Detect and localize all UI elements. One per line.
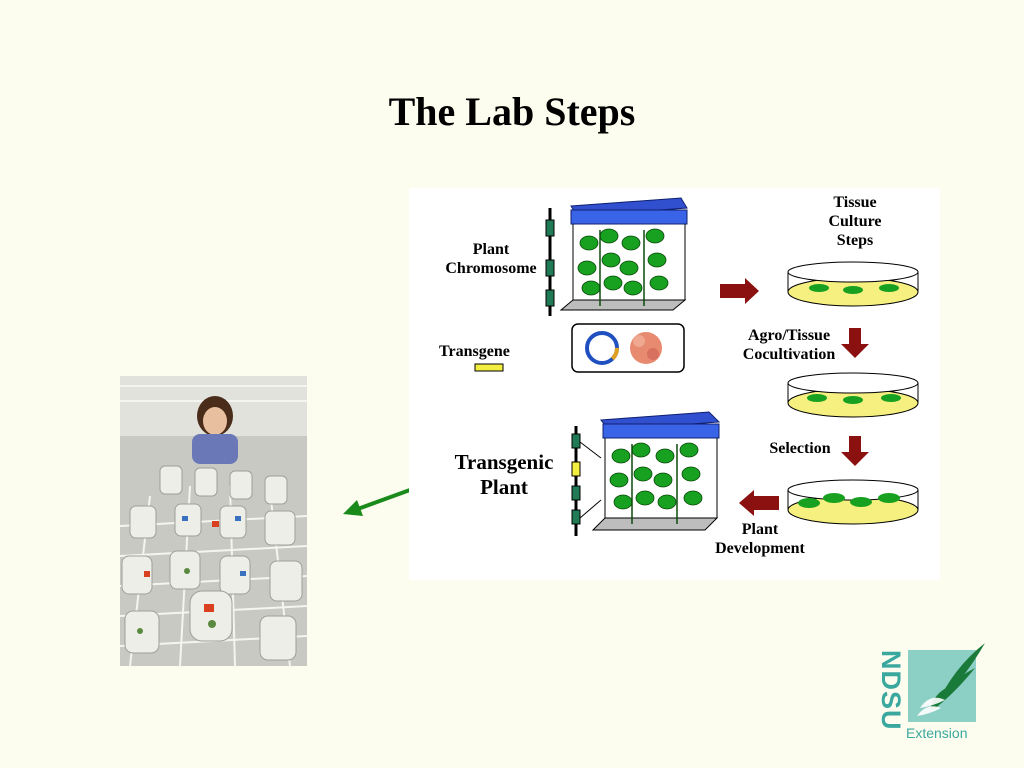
label-transgene: Transgene (439, 343, 510, 360)
top-growth-chamber (559, 197, 688, 311)
plasmid-box (571, 323, 685, 373)
culture-dish-2 (787, 372, 919, 418)
culture-dish-1 (787, 261, 919, 307)
transgenic-chromosome-graphic (571, 426, 602, 536)
label-plant-chromosome: Plant Chromosome (445, 241, 537, 278)
extension-label: Extension (906, 725, 968, 741)
plant-chromosome-graphic (545, 208, 555, 316)
bottom-growth-chamber (591, 411, 721, 531)
label-selection: Selection (769, 440, 831, 457)
label-agro-tissue: Agro/Tissue Cocultivation (742, 327, 836, 364)
lab-photo (120, 376, 307, 666)
label-transgenic-plant: Transgenic Plant (454, 450, 554, 500)
ndsu-logo (908, 643, 985, 722)
label-plant-development: Plant Development (715, 521, 805, 558)
label-tissue-culture-steps: Tissue Culture Steps (828, 194, 882, 250)
ndsu-logo-text: NDSU (876, 650, 906, 731)
transformation-diagram: Plant Chromosome Transgene Tissue Cultur… (409, 188, 940, 580)
culture-dish-3 (787, 479, 919, 525)
slide-title: The Lab Steps (388, 89, 636, 134)
